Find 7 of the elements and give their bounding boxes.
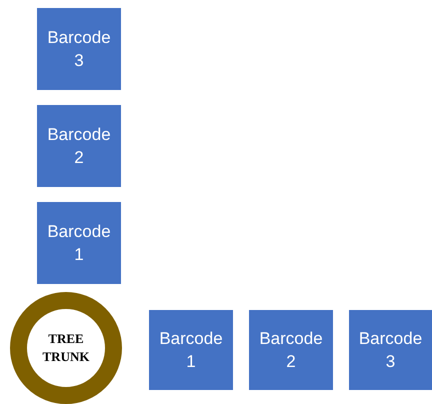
barcode-box: Barcode 3 [37,8,121,90]
barcode-box: Barcode 1 [37,202,121,284]
barcode-box: Barcode 1 [149,310,233,390]
barcode-box: Barcode 2 [249,310,333,390]
barcode-box: Barcode 2 [37,105,121,187]
barcode-box: Barcode 3 [349,310,432,390]
tree-trunk-ring: TREE TRUNK [10,292,122,404]
